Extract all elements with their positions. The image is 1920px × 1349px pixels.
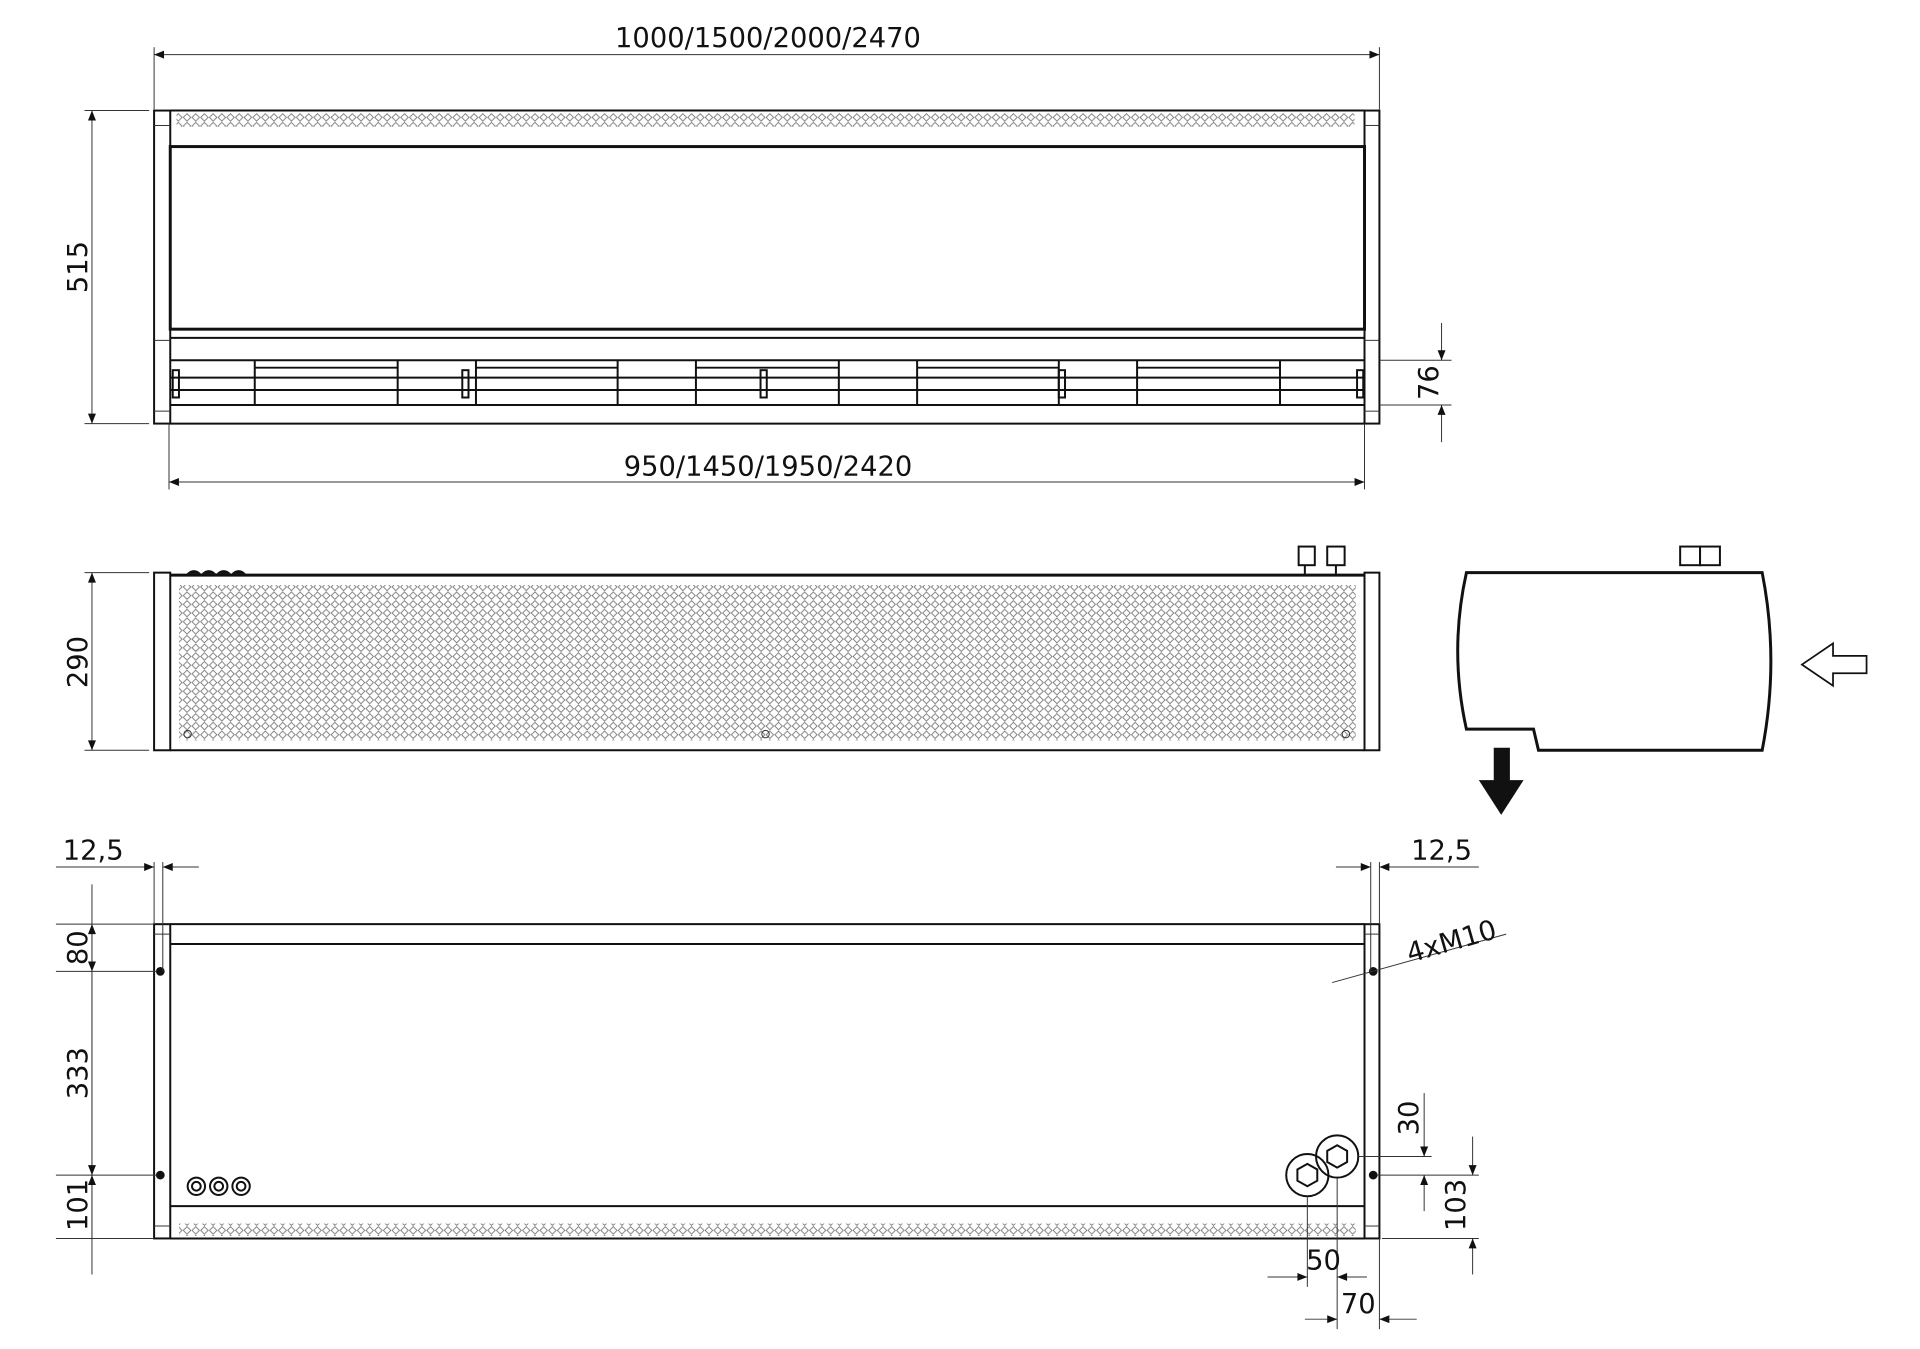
height-290-label: 290: [63, 636, 94, 688]
bottom-view: 12,5 12,5 4xM10 80 333 101 30 103: [55, 836, 1507, 1330]
mounting-holes: [155, 967, 1378, 1180]
side-view: [1456, 545, 1868, 815]
dim-50-label: 50: [1306, 1246, 1341, 1277]
top-view: 1000/1500/2000/2470 76: [63, 23, 1452, 490]
dim-80-label: 80: [63, 930, 94, 965]
perforated-grille: [178, 585, 1356, 741]
louver-height-label: 76: [1414, 365, 1445, 400]
right-end-post: [1363, 109, 1381, 425]
side-profile: [1456, 571, 1773, 752]
left-offset-label: 12,5: [63, 836, 124, 867]
inner-length-label: 950/1450/1950/2420: [624, 452, 913, 483]
mount-holes-label: 4xM10: [1403, 915, 1500, 970]
pipe-connectors: [1297, 545, 1346, 574]
cover-panel: [168, 145, 1366, 331]
control-knobs: [186, 570, 247, 574]
louver-segments: [171, 360, 1365, 405]
dim-30-label: 30: [1394, 1101, 1425, 1136]
left-end-post: [153, 109, 172, 425]
front-view: 290: [63, 545, 1381, 752]
outlet-arrow-icon: [1478, 747, 1524, 815]
intake-arrow-icon: [1800, 641, 1868, 688]
height-515-label: 515: [63, 241, 94, 293]
side-pipe-connectors: [1679, 545, 1721, 567]
pipe-fittings: [1285, 1134, 1360, 1198]
mount-hole-leader: [1332, 933, 1507, 984]
dim-70-label: 70: [1341, 1289, 1376, 1320]
control-buttons: [186, 1176, 251, 1196]
dim-333-label: 333: [63, 1047, 94, 1099]
perforated-strip: [176, 113, 1355, 127]
dim-101-label: 101: [63, 1179, 94, 1231]
right-offset-label: 12,5: [1411, 836, 1472, 867]
overall-length-label: 1000/1500/2000/2470: [615, 23, 921, 54]
dim-103-label: 103: [1441, 1179, 1472, 1231]
